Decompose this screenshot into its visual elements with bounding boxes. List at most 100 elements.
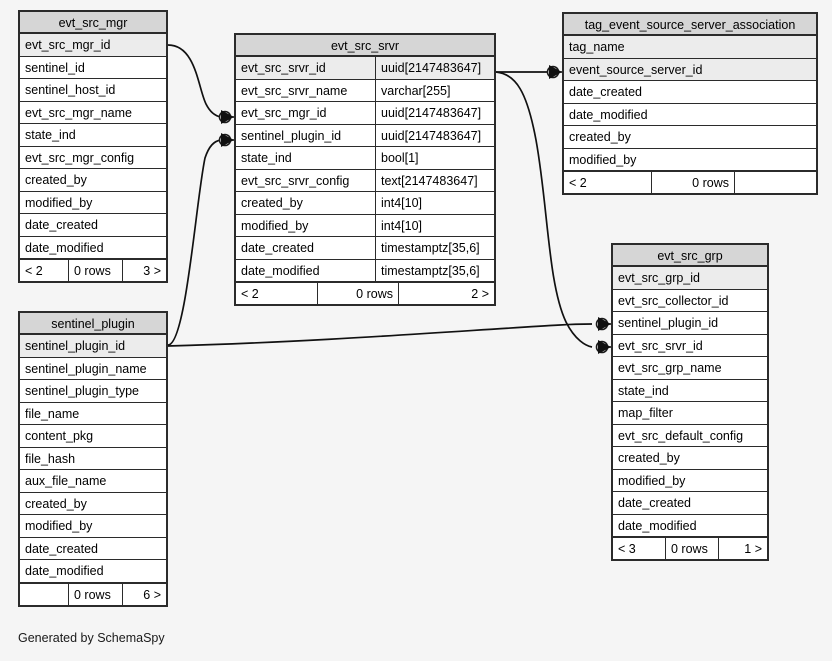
column-name: evt_src_srvr_config	[241, 173, 350, 188]
table-row[interactable]: state_ind	[613, 379, 767, 402]
table-row[interactable]: evt_src_srvr_config text[2147483647]	[236, 169, 494, 192]
table-row[interactable]: evt_src_mgr_config	[20, 146, 166, 169]
table-row[interactable]: created_by	[20, 169, 166, 192]
column-name: evt_src_collector_id	[618, 293, 729, 308]
table-row[interactable]: state_ind	[20, 124, 166, 147]
table-row[interactable]: sentinel_plugin_id	[613, 312, 767, 335]
column-name: state_ind	[241, 151, 292, 165]
footer-next-link[interactable]: 2 >	[398, 283, 494, 304]
footer-next-link[interactable]: 1 >	[718, 538, 767, 559]
column-name: modified_by	[25, 195, 93, 210]
table-footer: < 2 0 rows 2 >	[236, 282, 494, 304]
edge-evt-src-srvr-to-tag-assoc	[496, 64, 563, 80]
column-name: sentinel_plugin_type	[25, 384, 139, 398]
column-name: evt_src_srvr_id	[241, 61, 326, 75]
column-name: evt_src_mgr_name	[25, 105, 132, 120]
table-row[interactable]: sentinel_plugin_name	[20, 357, 166, 380]
generated-by-note: Generated by SchemaSpy	[18, 631, 165, 645]
table-columns: evt_src_mgr_id sentinel_id sentinel_host…	[20, 34, 166, 259]
table-row[interactable]: sentinel_host_id	[20, 79, 166, 102]
footer-prev-link[interactable]: < 2	[25, 264, 43, 278]
footer-next-link[interactable]	[734, 172, 816, 193]
table-row[interactable]: sentinel_plugin_id	[20, 335, 166, 358]
table-title: evt_src_srvr	[236, 35, 494, 57]
table-evt-src-mgr[interactable]: evt_src_mgr evt_src_mgr_id sentinel_id s…	[18, 10, 168, 283]
column-type: uuid[2147483647]	[375, 102, 494, 124]
column-name: evt_src_default_config	[618, 428, 744, 443]
table-row[interactable]: modified_by	[613, 469, 767, 492]
column-type: uuid[2147483647]	[375, 124, 494, 146]
table-row[interactable]: sentinel_plugin_type	[20, 380, 166, 403]
footer-next-link[interactable]: 3 >	[122, 260, 166, 281]
table-footer: < 3 0 rows 1 >	[613, 537, 767, 559]
table-evt-src-grp[interactable]: evt_src_grp evt_src_grp_id evt_src_colle…	[611, 243, 769, 561]
table-row[interactable]: date_modified	[564, 103, 816, 126]
column-name: event_source_server_id	[569, 62, 703, 77]
table-row[interactable]: date_created	[20, 214, 166, 237]
table-row[interactable]: date_created	[20, 537, 166, 560]
column-name: evt_src_mgr_id	[241, 106, 327, 120]
column-name: modified_by	[618, 473, 686, 488]
column-name: evt_src_srvr_name	[241, 83, 348, 98]
column-name: sentinel_plugin_id	[25, 339, 126, 353]
table-row[interactable]: evt_src_mgr_id	[20, 34, 166, 57]
footer-prev-link[interactable]	[20, 584, 68, 605]
column-type: text[2147483647]	[375, 169, 494, 191]
table-row[interactable]: date_created	[564, 81, 816, 104]
footer-prev-link[interactable]: < 2	[241, 287, 259, 301]
footer-row-count: 0 rows	[665, 538, 718, 559]
table-row[interactable]: map_filter	[613, 402, 767, 425]
table-row[interactable]: created_by	[613, 447, 767, 470]
column-name: content_pkg	[25, 429, 94, 443]
table-row[interactable]: file_hash	[20, 447, 166, 470]
footer-prev-link[interactable]: < 2	[569, 176, 587, 190]
footer-prev-link[interactable]: < 3	[618, 542, 636, 556]
table-row[interactable]: aux_file_name	[20, 470, 166, 493]
table-row[interactable]: content_pkg	[20, 425, 166, 448]
table-row[interactable]: date_modified	[613, 514, 767, 537]
column-name: map_filter	[618, 406, 673, 420]
table-row[interactable]: sentinel_id	[20, 56, 166, 79]
table-row[interactable]: evt_src_grp_name	[613, 357, 767, 380]
table-sentinel-plugin[interactable]: sentinel_plugin sentinel_plugin_id senti…	[18, 311, 168, 607]
column-name: evt_src_mgr_id	[25, 38, 111, 52]
table-row[interactable]: tag_name	[564, 36, 816, 59]
edge-evt-src-mgr-to-evt-src-srvr	[167, 44, 235, 125]
column-name: state_ind	[618, 383, 669, 398]
column-type: timestamptz[35,6]	[375, 237, 494, 259]
table-row[interactable]: date_created	[613, 492, 767, 515]
table-row[interactable]: modified_by	[564, 148, 816, 171]
table-row[interactable]: evt_src_srvr_id	[613, 334, 767, 357]
column-name: date_modified	[618, 518, 697, 533]
table-row[interactable]: created_by	[564, 126, 816, 149]
table-row[interactable]: evt_src_grp_id	[613, 267, 767, 290]
table-columns: tag_name event_source_server_id date_cre…	[564, 36, 816, 171]
table-row[interactable]: evt_src_mgr_name	[20, 101, 166, 124]
table-row[interactable]: event_source_server_id	[564, 58, 816, 81]
table-row[interactable]: created_by	[20, 492, 166, 515]
table-row[interactable]: evt_src_mgr_id uuid[2147483647]	[236, 102, 494, 125]
column-type: int4[10]	[375, 214, 494, 236]
column-name: date_modified	[241, 263, 320, 278]
footer-row-count: 0 rows	[317, 283, 398, 304]
table-row[interactable]: date_modified	[20, 236, 166, 259]
table-tag-event-source-server-association[interactable]: tag_event_source_server_association tag_…	[562, 12, 818, 195]
table-row[interactable]: file_name	[20, 402, 166, 425]
table-row[interactable]: modified_by	[20, 515, 166, 538]
table-footer: < 2 0 rows 3 >	[20, 259, 166, 281]
table-row[interactable]: modified_by	[20, 191, 166, 214]
table-row[interactable]: evt_src_default_config	[613, 424, 767, 447]
table-row[interactable]: date_modified	[20, 560, 166, 583]
table-row[interactable]: evt_src_collector_id	[613, 289, 767, 312]
footer-next-link[interactable]: 6 >	[122, 583, 166, 605]
